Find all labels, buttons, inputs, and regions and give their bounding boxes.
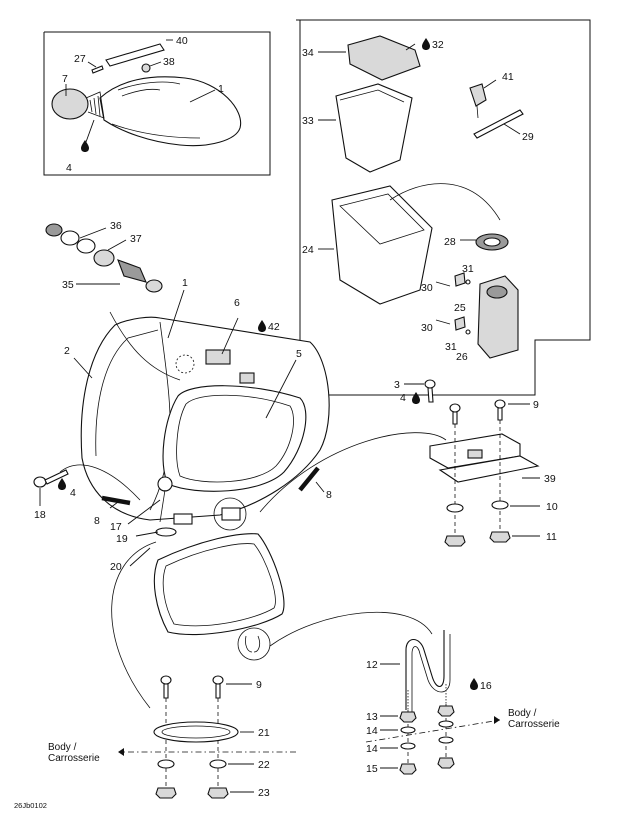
callout-4-hinge: 4 [400, 392, 406, 404]
callout-15: 15 [366, 763, 378, 775]
callout-14-lower: 14 [366, 743, 378, 755]
callout-3: 3 [394, 379, 400, 391]
callout-2: 2 [64, 345, 70, 357]
callout-8-right: 8 [326, 489, 332, 501]
callout-13: 13 [366, 711, 378, 723]
window-opening-part [162, 385, 307, 492]
callout-4: 4 [66, 162, 72, 174]
rod-part [473, 109, 524, 139]
callout-42: 42 [268, 321, 280, 333]
body-label-right-1: Body / [508, 708, 537, 719]
callout-38: 38 [163, 56, 175, 68]
callout-31: 31 [462, 263, 474, 275]
screw-18-group: 18 4 [33, 469, 76, 521]
callout-23: 23 [258, 787, 270, 799]
callout-9: 9 [533, 399, 539, 411]
callout-10: 10 [546, 501, 558, 513]
callout-40: 40 [176, 35, 188, 47]
drop-icon [412, 392, 420, 404]
drop-icon [470, 678, 478, 690]
storage-tray-part [331, 185, 433, 305]
callout-8: 8 [94, 515, 100, 527]
callout-27: 27 [74, 53, 86, 65]
hinge-bracket-group: 3 4 9 39 10 11 [394, 379, 558, 547]
callout-33: 33 [302, 115, 314, 127]
callout-19: 19 [116, 533, 128, 545]
u-bolt-group: Body / Carrosserie 12 16 13 14 14 15 [365, 630, 560, 775]
callout-26: 26 [456, 351, 468, 363]
callout-32: 32 [432, 39, 444, 51]
plate-part-lower [454, 316, 466, 331]
callout-30: 30 [421, 282, 433, 294]
drop-icon [258, 320, 266, 332]
trim-strip-part [105, 43, 165, 67]
storage-lid-part [347, 35, 421, 81]
drawing-code: 26Jb0102 [14, 801, 47, 810]
callout-25: 25 [454, 302, 466, 314]
body-label-left-1: Body / [48, 742, 77, 753]
callout-28: 28 [444, 236, 456, 248]
support-bracket-part [477, 275, 519, 359]
body-label-left-2: Carrosserie [48, 753, 100, 764]
drop-icon [58, 478, 66, 490]
callout-36: 36 [110, 220, 122, 232]
callout-29: 29 [522, 131, 534, 143]
fitting-part [469, 83, 487, 107]
mounting-ring-part [153, 721, 239, 743]
drop-icon [422, 38, 430, 50]
pin-part [91, 65, 104, 74]
callout-31-lower: 31 [445, 341, 457, 353]
hood-assembly: 1 6 42 2 5 8 8 17 19 20 [59, 277, 447, 709]
bulb-socket-part [117, 259, 147, 283]
callout-18: 18 [34, 509, 46, 521]
callout-5: 5 [296, 348, 302, 360]
hood-shell-part [99, 76, 242, 147]
callout-24: 24 [302, 244, 314, 256]
callout-30-lower: 30 [421, 322, 433, 334]
plate-part [454, 272, 466, 287]
callout-41: 41 [502, 71, 514, 83]
callout-17: 17 [110, 521, 122, 533]
headlamp-lens-part [51, 88, 89, 120]
ring-mount-group: 9 21 Body / Carrosserie 22 23 [48, 675, 296, 799]
label-plate-part [205, 349, 231, 365]
callout-7: 7 [62, 73, 68, 85]
drop-icon [81, 140, 89, 152]
callout-12: 12 [366, 659, 378, 671]
storage-bin-part [335, 83, 413, 173]
callout-21: 21 [258, 727, 270, 739]
lamp-fittings-group: 36 37 35 [45, 220, 163, 293]
callout-37: 37 [130, 233, 142, 245]
callout-14: 14 [366, 725, 378, 737]
callout-9-lower: 9 [256, 679, 262, 691]
callout-16: 16 [480, 680, 492, 692]
callout-4-left: 4 [70, 487, 76, 499]
callout-1: 1 [218, 83, 224, 95]
lower-frame-part [153, 533, 285, 636]
callout-35: 35 [62, 279, 74, 291]
inset-box-storage-assembly: 34 32 33 41 29 24 28 31 25 30 30 31 26 [296, 19, 591, 396]
callout-22: 22 [258, 759, 270, 771]
knob-part [141, 63, 151, 73]
callout-34: 34 [302, 47, 314, 59]
callout-1-main: 1 [182, 277, 188, 289]
callout-20: 20 [110, 561, 122, 573]
inset-box-hood-assembly: 40 27 38 1 7 4 [43, 31, 271, 176]
callout-39: 39 [544, 473, 556, 485]
callout-6: 6 [234, 297, 240, 309]
body-label-right-2: Carrosserie [508, 719, 560, 730]
callout-11: 11 [546, 531, 557, 543]
